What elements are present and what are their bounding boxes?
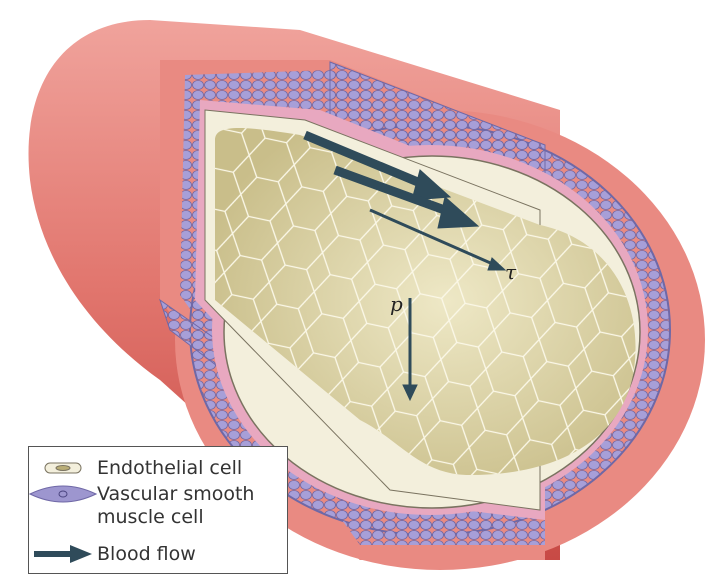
- blood-flow-arrows: [303, 130, 507, 402]
- pressure-label: p: [390, 292, 403, 316]
- smooth-muscle-cell-icon: [29, 483, 97, 505]
- arrow-icon: [29, 543, 97, 565]
- legend-item-smooth-muscle: Vascular smooth muscle cell: [29, 483, 277, 529]
- shear-stress-label: τ: [505, 260, 517, 284]
- endothelial-cell-icon: [29, 457, 97, 479]
- legend-item-endothelial: Endothelial cell: [29, 457, 242, 480]
- legend-item-blood-flow: Blood flow: [29, 543, 196, 566]
- legend: Endothelial cell Vascular smooth muscle …: [28, 446, 288, 574]
